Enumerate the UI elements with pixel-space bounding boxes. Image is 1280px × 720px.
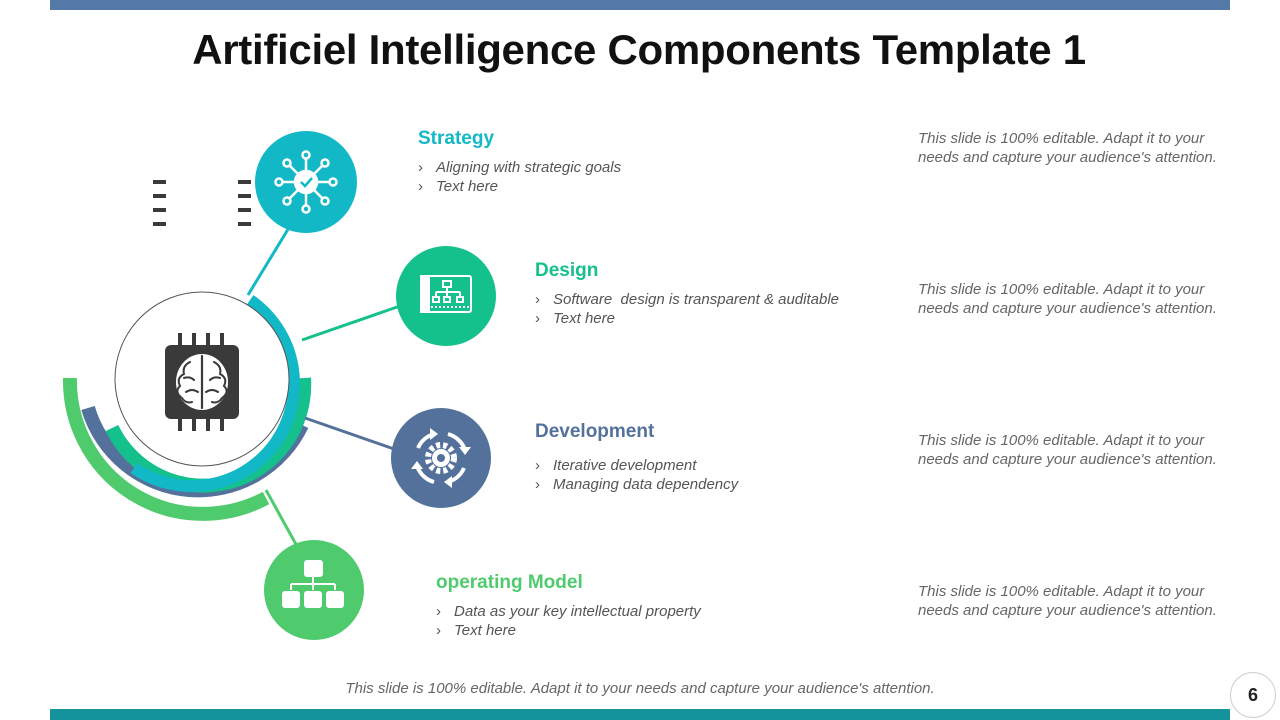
section-operating-model: operating Model ›Data as your key intell… xyxy=(436,572,701,640)
slide-title: Artificiel Intelligence Components Templ… xyxy=(192,26,1086,73)
section-strategy: Strategy ›Aligning with strategic goals … xyxy=(418,128,621,196)
connector-design xyxy=(301,304,401,342)
bottom-accent-bar xyxy=(50,709,1230,720)
bullet-list-strategy: ›Aligning with strategic goals ›Text her… xyxy=(418,158,621,196)
arc-strategy xyxy=(130,295,301,492)
section-title-operating-model: operating Model xyxy=(436,572,583,593)
description-development: This slide is 100% editable. Adapt it to… xyxy=(918,432,1217,468)
bullet-list-development: ›Iterative development ›Managing data de… xyxy=(535,456,738,494)
page-number: 6 xyxy=(1230,672,1276,718)
description-strategy: This slide is 100% editable. Adapt it to… xyxy=(918,130,1217,166)
gear-cycle-icon xyxy=(411,428,471,488)
section-development: Development ›Iterative development ›Mana… xyxy=(535,421,738,494)
section-design: Design ›Software design is transparent &… xyxy=(535,260,839,328)
section-title-design: Design xyxy=(535,260,599,281)
description-operating-model: This slide is 100% editable. Adapt it to… xyxy=(918,583,1217,619)
list-item: ›Data as your key intellectual property xyxy=(436,603,701,620)
blueprint-icon xyxy=(420,275,472,313)
footer-note: This slide is 100% editable. Adapt it to… xyxy=(345,680,935,697)
connector-strategy xyxy=(246,225,292,296)
operating-model-icon-circle xyxy=(264,540,364,640)
list-item: ›Text here xyxy=(535,310,615,327)
list-item: ›Iterative development xyxy=(535,457,697,474)
list-item: ›Text here xyxy=(418,178,498,195)
org-chart-icon xyxy=(282,560,344,608)
top-accent-bar xyxy=(50,0,1230,10)
list-item: ›Software design is transparent & audita… xyxy=(535,291,840,308)
arc-operating-model xyxy=(62,377,270,521)
bullet-list-design: ›Software design is transparent & audita… xyxy=(535,290,839,328)
connector-operating-model xyxy=(264,489,300,549)
list-item: ›Text here xyxy=(436,622,516,639)
section-title-development: Development xyxy=(535,421,655,442)
design-icon-circle xyxy=(396,246,496,346)
section-title-strategy: Strategy xyxy=(418,128,495,149)
connector-development xyxy=(304,416,395,451)
brain-chip-icon xyxy=(153,180,251,431)
description-design: This slide is 100% editable. Adapt it to… xyxy=(918,281,1217,317)
list-item: ›Managing data dependency xyxy=(535,476,739,493)
bullet-list-operating-model: ›Data as your key intellectual property … xyxy=(436,602,701,640)
development-icon-circle xyxy=(391,408,491,508)
strategy-icon-circle xyxy=(255,131,357,233)
network-check-icon xyxy=(274,150,338,214)
list-item: ›Aligning with strategic goals xyxy=(418,159,622,176)
